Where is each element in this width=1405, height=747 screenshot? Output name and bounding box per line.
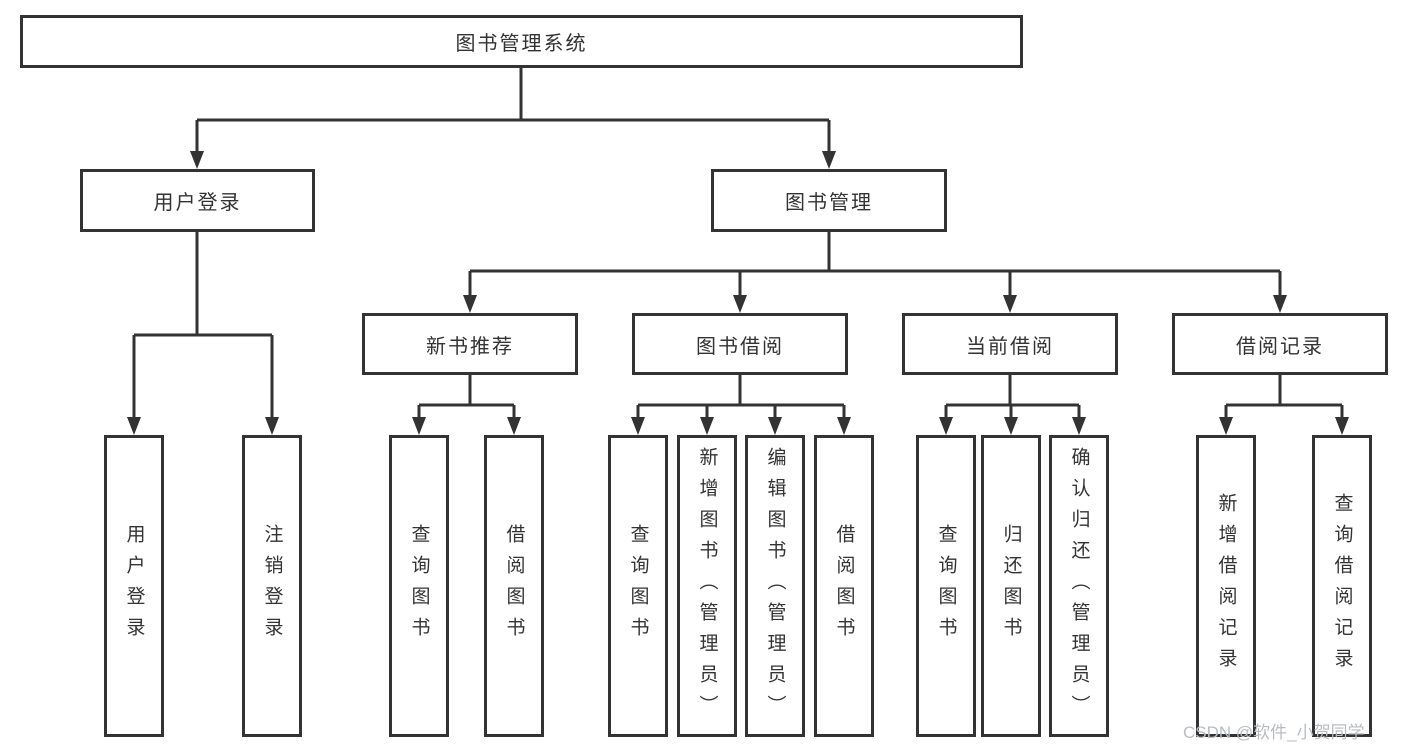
- node-current-borrow: 当前借阅: [902, 313, 1118, 375]
- node-user-login: 用户登录: [80, 169, 315, 232]
- leaf-user-login: 用户登录: [104, 435, 164, 737]
- leaf-label: 新增图书（管理员）: [696, 446, 718, 726]
- leaf-label: 归还图书: [1000, 524, 1022, 648]
- leaf-query-books-recommend: 查询图书: [389, 435, 449, 737]
- node-label: 图书借阅: [696, 335, 784, 358]
- node-label: 图书管理: [785, 192, 873, 214]
- leaf-label: 注销登录: [261, 524, 283, 648]
- leaf-edit-books-admin: 编辑图书（管理员）: [745, 435, 805, 737]
- node-label: 借阅记录: [1236, 335, 1324, 358]
- leaf-query-borrow-record: 查询借阅记录: [1312, 435, 1372, 737]
- leaf-borrow-books-recommend: 借阅图书: [484, 435, 544, 737]
- leaf-label: 编辑图书（管理员）: [764, 446, 786, 726]
- leaf-query-books-borrow: 查询图书: [608, 435, 668, 737]
- node-label: 当前借阅: [966, 335, 1054, 358]
- leaf-label: 借阅图书: [503, 524, 525, 648]
- leaf-add-books-admin: 新增图书（管理员）: [677, 435, 737, 737]
- node-label: 用户登录: [153, 192, 242, 214]
- leaf-label: 用户登录: [123, 524, 145, 648]
- node-book-borrow: 图书借阅: [632, 313, 848, 375]
- node-library-system: 图书管理系统: [20, 15, 1023, 68]
- leaf-label: 借阅图书: [833, 524, 855, 648]
- leaf-confirm-return-admin: 确认归还（管理员）: [1049, 435, 1109, 737]
- leaf-label: 查询图书: [408, 524, 430, 648]
- node-book-management: 图书管理: [711, 169, 947, 232]
- leaf-label: 查询图书: [935, 524, 957, 648]
- csdn-watermark: CSDN @软件_小贺同学: [1183, 723, 1365, 742]
- leaf-query-books-current: 查询图书: [916, 435, 976, 737]
- leaf-logout: 注销登录: [242, 435, 302, 737]
- leaf-label: 查询图书: [627, 524, 649, 648]
- leaf-label: 新增借阅记录: [1215, 493, 1237, 679]
- node-borrow-records: 借阅记录: [1172, 313, 1388, 375]
- leaf-borrow-books: 借阅图书: [814, 435, 874, 737]
- leaf-return-books: 归还图书: [981, 435, 1041, 737]
- leaf-label: 确认归还（管理员）: [1068, 446, 1090, 726]
- node-new-book-recommend: 新书推荐: [362, 313, 578, 375]
- leaf-label: 查询借阅记录: [1331, 493, 1353, 679]
- node-label: 新书推荐: [426, 335, 514, 358]
- leaf-add-borrow-record: 新增借阅记录: [1196, 435, 1256, 737]
- node-label: 图书管理系统: [455, 33, 588, 55]
